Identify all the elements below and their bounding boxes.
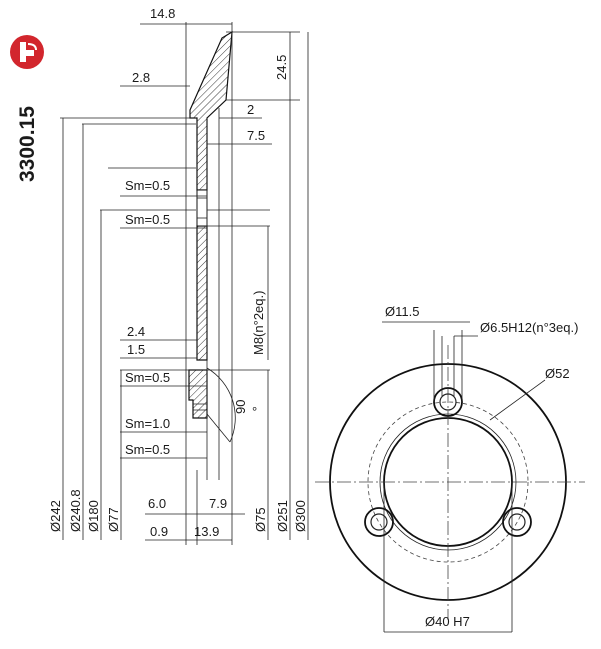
dim-d242: Ø242 xyxy=(48,500,63,532)
dim-6-0: 6.0 xyxy=(148,496,166,511)
dim-step-7-5: 7.5 xyxy=(247,128,265,143)
dim-sm-1-0: Sm=1.0 xyxy=(125,416,170,431)
dim-d75: Ø75 xyxy=(253,507,268,532)
dim-0-9: 0.9 xyxy=(150,524,168,539)
dim-top-height: 24.5 xyxy=(274,55,289,80)
dim-d180: Ø180 xyxy=(86,500,101,532)
section-profile xyxy=(189,30,233,191)
dim-bore: Ø40 H7 xyxy=(425,614,470,629)
part-code: 3300.15 xyxy=(16,106,39,182)
flange-front-view xyxy=(315,321,585,633)
dim-top-width: 14.8 xyxy=(150,6,175,21)
dim-d251: Ø251 xyxy=(275,500,290,532)
flange-pitch-circle xyxy=(367,401,529,563)
bolt-hole-right xyxy=(502,507,532,537)
dim-sm-b: Sm=0.5 xyxy=(125,212,170,227)
dim-d240-8: Ø240.8 xyxy=(68,489,83,532)
dim-angle-unit: ° xyxy=(252,404,257,419)
dim-hole-dia: Ø11.5 xyxy=(385,304,419,319)
dim-1-5: 1.5 xyxy=(127,342,145,357)
dim-d77: Ø77 xyxy=(106,507,121,532)
dim-hole-tol: Ø6.5H12(n°3eq.) xyxy=(480,320,578,335)
dim-lip: 2.8 xyxy=(132,70,150,85)
dim-step-2: 2 xyxy=(247,102,254,117)
dim-sm-c: Sm=0.5 xyxy=(125,370,170,385)
dim-pcd: Ø52 xyxy=(545,366,570,381)
valve-logo-icon xyxy=(10,35,44,69)
dim-7-9: 7.9 xyxy=(209,496,227,511)
dim-13-9: 13.9 xyxy=(194,524,219,539)
dim-sm-d: Sm=0.5 xyxy=(125,442,170,457)
dim-thread: M8(n°2eq.) xyxy=(251,291,266,355)
dim-angle: 90 xyxy=(233,400,248,414)
section-lower xyxy=(188,369,208,419)
section-body xyxy=(196,225,208,361)
dim-2-4: 2.4 xyxy=(127,324,145,339)
dim-sm-a: Sm=0.5 xyxy=(125,178,170,193)
dim-d300: Ø300 xyxy=(293,500,308,532)
section-view xyxy=(60,22,309,545)
bolt-hole-left xyxy=(364,507,394,537)
